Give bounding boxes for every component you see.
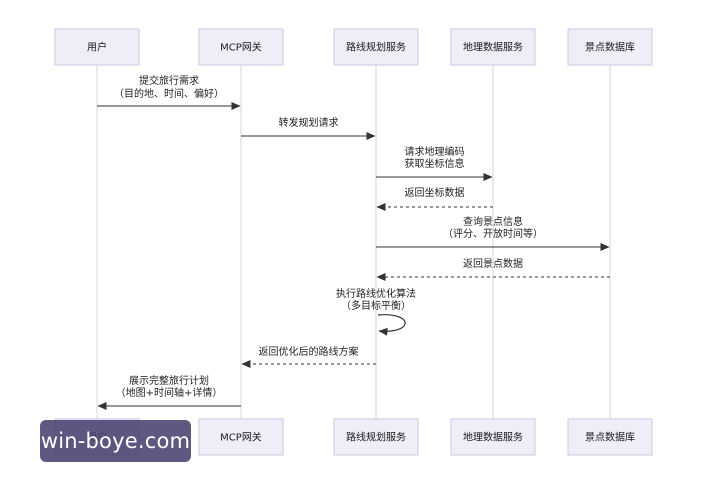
- message-2: 转发规划请求: [241, 116, 376, 140]
- participant-box: [450, 28, 536, 66]
- participant-label: 地理数据服务: [463, 431, 523, 444]
- participant-label: MCP网关: [220, 431, 262, 444]
- message-label: （地图+时间轴+详情）: [116, 386, 223, 399]
- lifelines: [96, 65, 611, 419]
- message-label: 查询景点信息: [463, 215, 523, 228]
- message-8: 返回优化后的路线方案: [241, 345, 376, 368]
- message-label: （评分、开放时间等）: [443, 227, 543, 240]
- participant-label: MCP网关: [220, 41, 262, 54]
- participant-label: 地理数据服务: [463, 41, 523, 54]
- message-label: （多目标平衡）: [341, 299, 411, 312]
- participant-label: 路线规划服务: [346, 41, 406, 54]
- participant-box: [198, 418, 284, 456]
- message-7: 执行路线优化算法（多目标平衡）: [336, 287, 416, 336]
- participant-box: [333, 28, 419, 66]
- message-4: 返回坐标数据: [376, 186, 493, 211]
- message-label: 展示完整旅行计划: [129, 374, 209, 387]
- participant-top-poi: 景点数据库: [567, 28, 653, 66]
- participant-label: 景点数据库: [585, 41, 635, 54]
- message-5: 查询景点信息（评分、开放时间等）: [376, 215, 610, 251]
- message-label: 返回优化后的路线方案: [259, 345, 359, 358]
- message-label: 提交旅行需求: [139, 74, 199, 87]
- participant-bottom-route: 路线规划服务: [333, 418, 419, 456]
- participant-box: [333, 418, 419, 456]
- participant-box: [567, 28, 653, 66]
- self-call-arrow: [377, 314, 406, 336]
- participant-label: 路线规划服务: [346, 431, 406, 444]
- participant-bottom-poi: 景点数据库: [567, 418, 653, 456]
- message-list: 提交旅行需求（目的地、时间、偏好）转发规划请求请求地理编码获取坐标信息返回坐标数…: [97, 74, 610, 410]
- participant-bottom-geo: 地理数据服务: [450, 418, 536, 456]
- message-label: （目的地、时间、偏好）: [114, 87, 224, 100]
- message-1: 提交旅行需求（目的地、时间、偏好）: [97, 74, 241, 110]
- participant-top-route: 路线规划服务: [333, 28, 419, 66]
- participant-box: [198, 28, 284, 66]
- participant-top-geo: 地理数据服务: [450, 28, 536, 66]
- message-label: 请求地理编码: [405, 145, 465, 158]
- message-label: 执行路线优化算法: [336, 287, 416, 300]
- participant-label: 用户: [87, 41, 107, 54]
- message-label: 返回坐标数据: [405, 186, 465, 199]
- participant-header-row: 用户 MCP网关 路线规划服务 地理数据服务 景点数据库: [54, 28, 653, 66]
- participant-box: [54, 28, 140, 66]
- message-label: 返回景点数据: [463, 257, 523, 270]
- watermark-badge: win-boye.com: [40, 420, 191, 462]
- participant-label: 景点数据库: [585, 431, 635, 444]
- message-label: 转发规划请求: [279, 116, 339, 129]
- participant-box: [567, 418, 653, 456]
- participant-bottom-gateway: MCP网关: [198, 418, 284, 456]
- participant-top-gateway: MCP网关: [198, 28, 284, 66]
- participant-box: [450, 418, 536, 456]
- participant-top-user: 用户: [54, 28, 140, 66]
- message-6: 返回景点数据: [376, 257, 610, 281]
- message-9: 展示完整旅行计划（地图+时间轴+详情）: [97, 374, 241, 410]
- message-label: 获取坐标信息: [405, 157, 465, 170]
